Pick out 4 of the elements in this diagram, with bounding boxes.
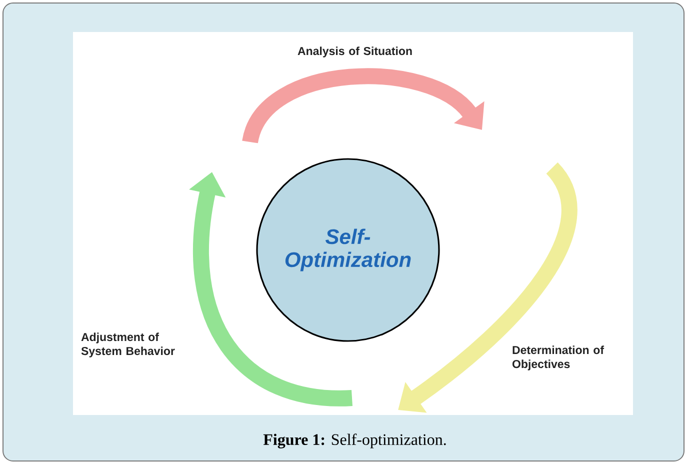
stage-label: Analysis of Situation [298,46,412,58]
stage-label: Determination of Objectives [512,346,604,370]
stage-label: Adjustment of System Behavior [81,332,175,358]
figure-caption: Figure 1: Self-optimization. [263,434,446,448]
